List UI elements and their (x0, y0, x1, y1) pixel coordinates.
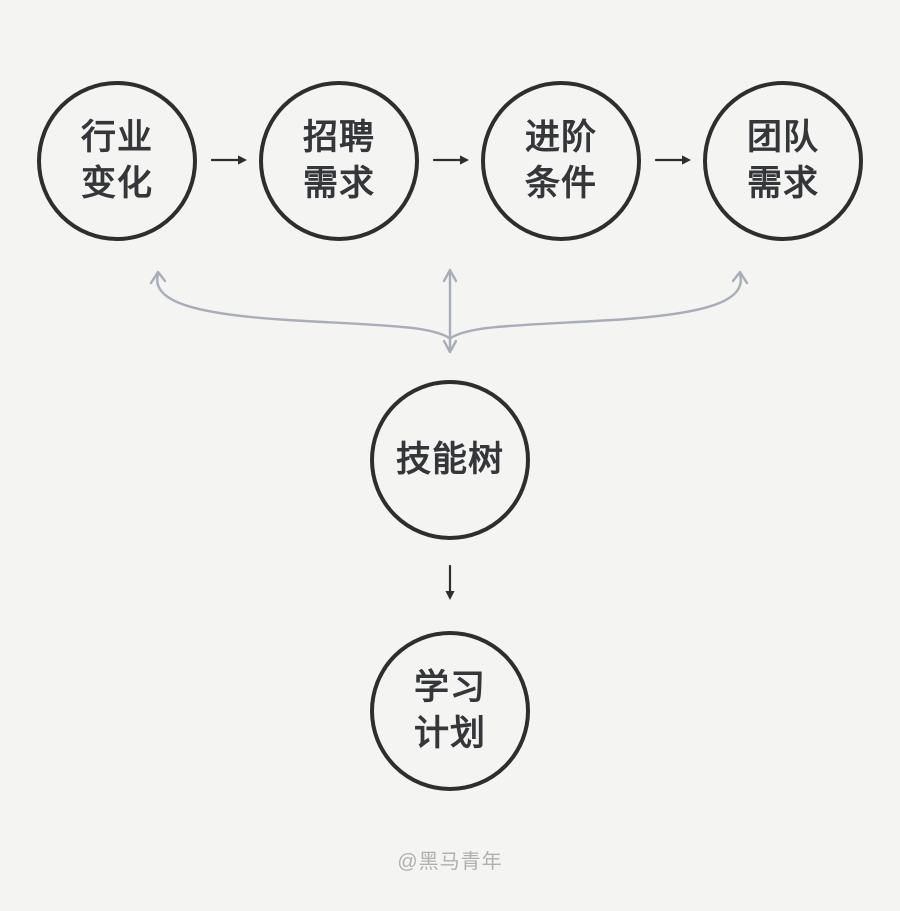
down-arrow-icon (445, 564, 455, 600)
node-industry-change: 行业 变化 (37, 81, 197, 241)
converge-brace-icon (149, 270, 749, 340)
node-label-line: 技能树 (395, 440, 504, 480)
node-advancement-conditions: 进阶 条件 (481, 81, 641, 241)
watermark: @黑马青年 (397, 851, 503, 873)
node-label-line: 计划 (413, 714, 486, 753)
node-label-line: 团队 (746, 118, 819, 158)
node-label-line: 行业 (80, 118, 153, 158)
node-label-line: 变化 (80, 164, 153, 203)
node-label-line: 需求 (302, 164, 375, 203)
node-label-line: 需求 (746, 164, 819, 203)
node-study-plan: 学习 计划 (370, 631, 530, 791)
node-label-line: 条件 (524, 164, 597, 203)
node-team-demand: 团队 需求 (703, 81, 863, 241)
converge-vertical-arrow-icon (442, 268, 458, 354)
node-label-line: 学习 (413, 668, 486, 708)
node-label-line: 进阶 (524, 118, 597, 158)
node-label-line: 招聘 (302, 118, 375, 158)
node-recruiting-demand: 招聘 需求 (259, 81, 419, 241)
node-skill-tree: 技能树 (370, 380, 530, 540)
flow-arrow-icon-2 (432, 155, 469, 165)
flow-arrow-icon-3 (654, 155, 691, 165)
flow-arrow-icon-1 (210, 155, 247, 165)
